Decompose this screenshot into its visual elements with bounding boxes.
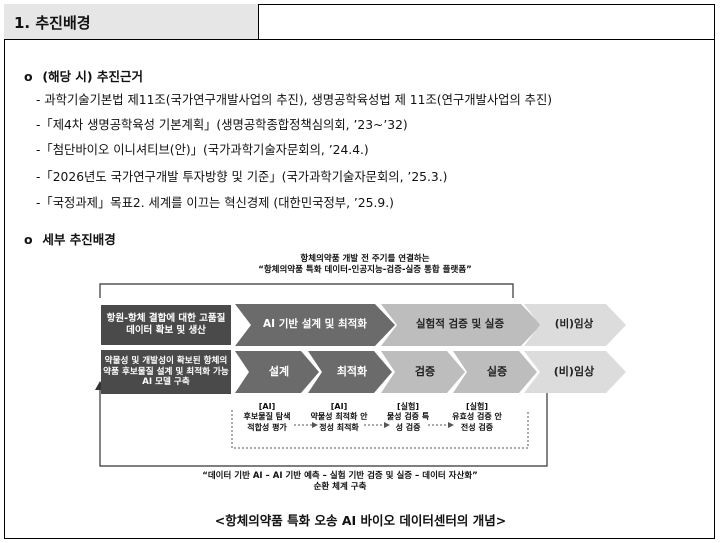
list-item: - 과학기술기본법 제11조(국가연구개발사업의 추진), 생명공학육성법 제 … xyxy=(36,93,553,107)
row1-box xyxy=(101,305,231,345)
row2-arrow5-label: (비)임상 xyxy=(553,365,595,379)
row1-arrow2 xyxy=(381,304,541,346)
top-note-line2: “항체의약품 특화 데이터-인공지능-검증-실증 통합 플랫폼” xyxy=(258,265,472,276)
row1-arrow3 xyxy=(524,304,626,346)
row2-box xyxy=(101,350,231,394)
detail-body: 약물성 최적화 안정성 최적화 xyxy=(310,412,368,432)
detail-head: [실험] xyxy=(465,402,489,411)
detail-item: [실험] 물성 검증 특성 검증 xyxy=(386,402,430,433)
row2-arrow3 xyxy=(381,351,465,393)
section-header-row: 1. 추진배경 xyxy=(4,4,715,40)
section-title: 1. 추진배경 xyxy=(14,14,91,32)
row1-arrow2-label: 실험적 검증 및 실증 xyxy=(415,318,505,331)
list-item: -「국정과제」목표2. 세계를 이끄는 혁신경제 (대한민국정부, ’25.9.… xyxy=(36,196,394,210)
bullet: o xyxy=(24,69,33,84)
detail-head: [AI] xyxy=(330,402,348,411)
diagram-top-note: 항체의약품 개발 전 주기를 연결하는 “항체의약품 특화 데이터-인공지능-검… xyxy=(200,254,530,276)
row2-arrow1 xyxy=(235,351,319,393)
list-item: -「첨단바이오 이니셔티브(안)」(국가과학기술자문회의, ’24.4.) xyxy=(36,143,369,157)
detail-head: [실험] xyxy=(396,402,420,411)
row1-arrow3-label: (비)임상 xyxy=(554,318,594,331)
detail-body: 유효성 검증 안전성 검증 xyxy=(452,412,502,432)
bottom-note-line1: “데이터 기반 AI – AI 기반 예측 – 실험 기반 검증 및 실증 – … xyxy=(202,471,478,481)
subsection-title: (해당 시) 추진근거 xyxy=(42,69,143,84)
subsection-heading: o (해당 시) 추진근거 xyxy=(24,66,143,85)
row2-arrow2 xyxy=(308,351,392,393)
list-item: -「제4차 생명공학육성 기본계획」(생명공학종합정책심의회, ’23~’32) xyxy=(36,118,408,132)
subsection-title: 세부 추진배경 xyxy=(42,232,116,247)
figure-caption: <항체의약품 특화 오송 AI 바이오 데이터센터의 개념> xyxy=(214,513,507,528)
document-frame xyxy=(4,4,715,539)
row1-arrow1 xyxy=(235,304,395,346)
row2-box-label: 약물성 및 개발성이 확보된 항체의약품 후보물질 설계 및 최적화 가능 AI… xyxy=(103,355,229,388)
row1-arrow1-label: AI 기반 설계 및 최적화 xyxy=(263,318,367,331)
row2-arrow1-label: 설계 xyxy=(268,365,290,379)
top-note-line1: 항체의약품 개발 전 주기를 연결하는 xyxy=(300,254,430,264)
row2-arrow5 xyxy=(524,351,626,393)
detail-item: [AI] 후보물질 탐색 적합성 평가 xyxy=(240,402,294,433)
bottom-note-line2: 순환 체계 구축 xyxy=(313,482,367,493)
detail-item: [AI] 약물성 최적화 안정성 최적화 xyxy=(310,402,368,433)
detail-item: [실험] 유효성 검증 안전성 검증 xyxy=(452,402,502,433)
detail-head: [AI] xyxy=(258,402,276,411)
section-header-cell: 1. 추진배경 xyxy=(4,4,259,39)
detail-body: 후보물질 탐색 적합성 평가 xyxy=(243,412,291,432)
bullet: o xyxy=(24,232,33,247)
diagram-bottom-note: “데이터 기반 AI – AI 기반 예측 – 실험 기반 검증 및 실증 – … xyxy=(150,471,530,493)
list-item: -「2026년도 국가연구개발 투자방향 및 기준」(국가과학기술자문회의, ’… xyxy=(36,170,448,184)
row1-box-label: 항원-항체 결합에 대한 고품질 데이터 확보 및 생산 xyxy=(106,313,226,336)
row2-arrow4-label: 실증 xyxy=(486,365,508,379)
row2-arrow3-label: 검증 xyxy=(414,365,436,379)
row2-arrow4 xyxy=(453,351,537,393)
detail-body: 물성 검증 특성 검증 xyxy=(386,412,430,432)
row2-arrow2-label: 최적화 xyxy=(336,365,368,379)
subsection-heading: o 세부 추진배경 xyxy=(24,229,116,248)
